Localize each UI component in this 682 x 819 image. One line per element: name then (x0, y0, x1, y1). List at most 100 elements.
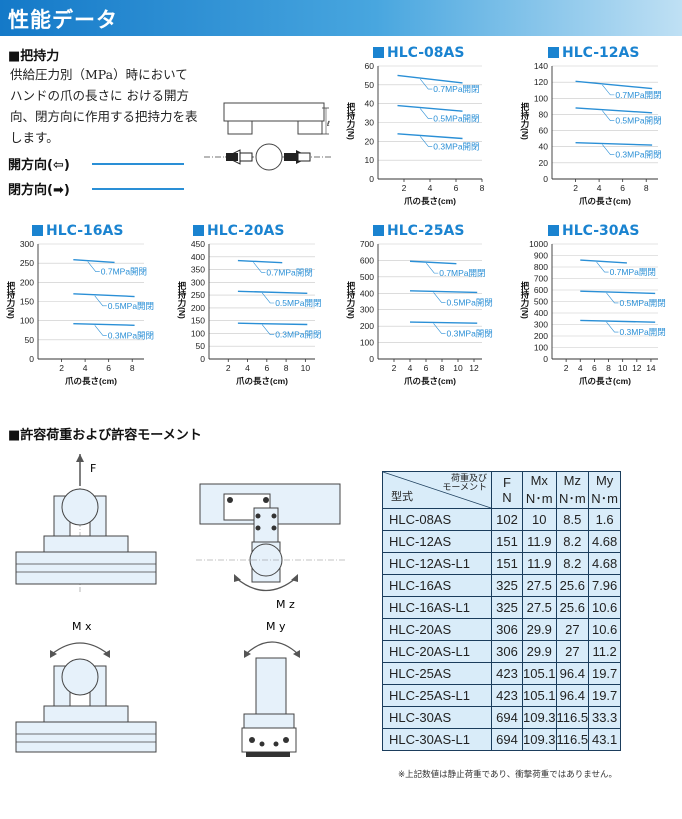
series-label: 0.5MPa開閉 (619, 298, 665, 308)
y-tick-label: 150 (20, 297, 34, 307)
y-tick-label: 40 (539, 142, 549, 152)
series-label: 0.3MPa開閉 (275, 330, 321, 340)
series-line (409, 260, 457, 265)
gripper-direction-diagram: ℓ (204, 102, 332, 171)
series-label: 0.3MPa開閉 (615, 150, 661, 160)
cell-mz: 116.5 (555, 706, 590, 729)
series-leader (602, 110, 615, 121)
series-leader (87, 261, 100, 272)
series-line (575, 107, 653, 114)
cell-model: HLC-08AS (382, 508, 492, 531)
cell-mx: 29.9 (522, 618, 557, 641)
y-axis-label: 把持力(N) (346, 102, 356, 140)
series-line (73, 259, 115, 264)
series-label: 0.5MPa開閉 (433, 114, 479, 124)
cell-f: 423 (491, 684, 523, 707)
y-tick-label: 100 (360, 338, 374, 348)
y-tick-label: 800 (534, 262, 548, 272)
series-leader (261, 292, 275, 304)
load-heading: ■許容荷重および許容モーメント (8, 428, 202, 443)
y-tick-label: 10 (365, 155, 375, 165)
series-leader (420, 108, 433, 119)
open-direction-label: 開方向(⇦) (8, 158, 70, 173)
y-tick-label: 600 (360, 255, 374, 265)
x-tick-label: 2 (59, 363, 64, 373)
cell-mx: 11.9 (522, 530, 557, 553)
series-line (580, 319, 656, 323)
chart-title-20: HLC-20AS (193, 223, 284, 239)
y-tick-label: 80 (539, 109, 549, 119)
y-tick-label: 400 (191, 252, 205, 262)
y-tick-label: 0 (369, 174, 374, 184)
series-label: 0.3MPa開閉 (108, 330, 154, 340)
series-label: 0.5MPa開閉 (447, 297, 493, 307)
series-label: 0.7MPa開閉 (266, 267, 312, 277)
series-line (397, 74, 463, 84)
x-tick-label: 6 (264, 363, 269, 373)
y-tick-label: 60 (365, 61, 375, 71)
chart-title-30: HLC-30AS (548, 223, 639, 239)
x-tick-label: 4 (428, 183, 433, 193)
series-line (237, 290, 308, 295)
y-axis-label: 把持力(N) (520, 102, 530, 140)
cell-f: 151 (491, 530, 523, 553)
y-tick-label: 100 (534, 343, 548, 353)
cell-model: HLC-25AS-L1 (382, 684, 492, 707)
corner-bottom: 型式 (391, 491, 413, 503)
series-line (397, 104, 463, 112)
x-tick-label: 8 (440, 363, 445, 373)
x-tick-label: 6 (620, 183, 625, 193)
y-tick-label: 200 (191, 303, 205, 313)
series-line (397, 133, 463, 140)
cell-mz: 27 (555, 640, 590, 663)
cell-f: 325 (491, 574, 523, 597)
series-line (73, 323, 135, 326)
y-tick-label: 100 (191, 328, 205, 338)
cell-mz: 27 (555, 618, 590, 641)
x-tick-label: 8 (606, 363, 611, 373)
series-leader (426, 262, 439, 274)
x-axis-label: 爪の長さ(cm) (404, 376, 456, 386)
y-axis-label: 把持力(N) (520, 281, 530, 319)
series-leader (433, 292, 446, 303)
series-leader (606, 292, 619, 304)
y-tick-label: 300 (360, 305, 374, 315)
y-axis-label: 把持力(N) (346, 281, 356, 319)
y-axis-label: 把持力(N) (6, 281, 16, 319)
series-label: 0.5MPa開閉 (108, 301, 154, 311)
series-label: 0.5MPa開閉 (615, 116, 661, 126)
x-tick-label: 4 (83, 363, 88, 373)
x-tick-label: 6 (106, 363, 111, 373)
series-leader (606, 321, 619, 333)
x-tick-label: 10 (618, 363, 628, 373)
cell-f: 151 (491, 552, 523, 575)
x-tick-label: 8 (480, 183, 485, 193)
series-line (575, 80, 653, 90)
cell-my: 11.2 (588, 640, 622, 663)
x-axis-label: 爪の長さ(cm) (236, 376, 288, 386)
series-leader (433, 323, 446, 334)
cell-model: HLC-20AS-L1 (382, 640, 492, 663)
y-tick-label: 300 (20, 239, 34, 249)
y-tick-label: 40 (365, 99, 375, 109)
y-tick-label: 700 (360, 239, 374, 249)
series-line (580, 259, 627, 264)
y-tick-label: 700 (534, 274, 548, 284)
series-leader (420, 136, 433, 147)
series-leader (261, 324, 275, 335)
y-tick-label: 200 (20, 277, 34, 287)
x-tick-label: 8 (284, 363, 289, 373)
cell-mx: 27.5 (522, 574, 557, 597)
